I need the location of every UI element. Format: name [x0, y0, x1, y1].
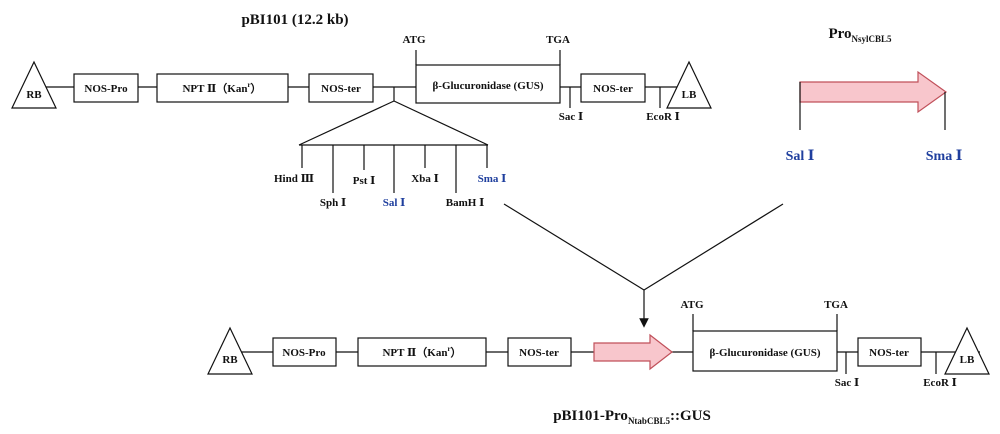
top-nos-pro-label: NOS-Pro	[84, 83, 128, 95]
top-npt-label: NPT Ⅱ（Kanr）	[182, 81, 261, 95]
bottom-npt-main: NPT Ⅱ（Kan	[382, 346, 447, 359]
top-nos-ter1-box	[308, 73, 374, 103]
mcs-sma-label: Sma Ⅰ	[478, 173, 507, 185]
bottom-atg-label: ATG	[680, 299, 703, 311]
bottom-lb-label: LB	[960, 354, 975, 366]
top-title: pBI101 (12.2 kb)	[241, 12, 348, 28]
top-npt-sup: r	[247, 81, 250, 89]
bottom-nos-ter1-box	[507, 337, 572, 367]
top-nos-ter2-box	[580, 73, 646, 103]
bottom-ecor-label: EcoR Ⅰ	[923, 377, 957, 389]
top-sac-label: Sac Ⅰ	[559, 111, 583, 123]
top-npt-main: NPT Ⅱ（Kan	[182, 82, 247, 95]
bottom-gus-label: β-Glucuronidase (GUS)	[709, 347, 820, 359]
mcs-sph-label: Sph Ⅰ	[320, 197, 346, 209]
ligation-line-left	[503, 203, 645, 291]
promoter-arrow	[799, 70, 948, 114]
bottom-nos-pro-box	[272, 337, 337, 367]
bottom-title-sub: NtabCBL5	[628, 416, 671, 426]
promoter-title: ProNsylCBL5	[828, 26, 892, 44]
promoter-title-main: Pro	[828, 26, 851, 42]
top-gus-label: β-Glucuronidase (GUS)	[432, 80, 543, 92]
bottom-promoter-arrow	[593, 333, 673, 371]
mcs-sal-label: Sal Ⅰ	[383, 197, 406, 209]
promoter-title-sub: NsylCBL5	[852, 34, 893, 44]
promoter-sma-label: Sma Ⅰ	[926, 149, 963, 164]
bottom-title: pBI101-ProNtabCBL5::GUS	[553, 408, 711, 426]
top-ecor-label: EcoR Ⅰ	[646, 111, 680, 123]
top-nos-pro-box	[73, 73, 139, 103]
bottom-npt-sup: r	[447, 345, 450, 353]
bottom-lb-border	[944, 326, 990, 375]
bottom-nos-ter1-label: NOS-ter	[519, 347, 559, 359]
mcs-xba-label: Xba Ⅰ	[411, 173, 438, 185]
bottom-rb-label: RB	[222, 354, 238, 366]
bottom-npt-label: NPT Ⅱ（Kanr）	[382, 345, 461, 359]
top-rb-border	[11, 60, 57, 109]
promoter-sal-label: Sal Ⅰ	[786, 149, 815, 164]
top-gus-box	[415, 64, 561, 104]
mcs-funnel-right	[393, 100, 489, 146]
bottom-npt-close: ）	[451, 346, 462, 359]
top-tga-label: TGA	[546, 34, 570, 46]
top-nos-ter2-label: NOS-ter	[593, 83, 633, 95]
bottom-gus-box	[692, 330, 838, 372]
bottom-sac-label: Sac Ⅰ	[835, 377, 859, 389]
top-atg-label: ATG	[402, 34, 425, 46]
top-nos-ter1-label: NOS-ter	[321, 83, 361, 95]
top-rb-label: RB	[26, 89, 42, 101]
bottom-rb-border	[207, 326, 253, 375]
mcs-funnel-left	[298, 100, 395, 146]
top-lb-label: LB	[682, 89, 697, 101]
mcs-pst-label: Pst Ⅰ	[353, 175, 376, 187]
top-npt-box	[156, 73, 289, 103]
top-npt-close: ）	[251, 82, 262, 95]
bottom-nos-ter2-label: NOS-ter	[869, 347, 909, 359]
bottom-npt-box	[357, 337, 487, 367]
ligation-line-right	[643, 203, 784, 291]
bottom-title-main: pBI101-Pro	[553, 408, 628, 424]
mcs-bamh-label: BamH Ⅰ	[446, 197, 484, 209]
top-lb-border	[666, 60, 712, 109]
bottom-nos-pro-label: NOS-Pro	[282, 347, 326, 359]
bottom-tga-label: TGA	[824, 299, 848, 311]
bottom-nos-ter2-box	[857, 337, 922, 367]
bottom-title-tail: ::GUS	[670, 408, 711, 424]
mcs-hind-label: Hind Ⅲ	[274, 173, 314, 185]
